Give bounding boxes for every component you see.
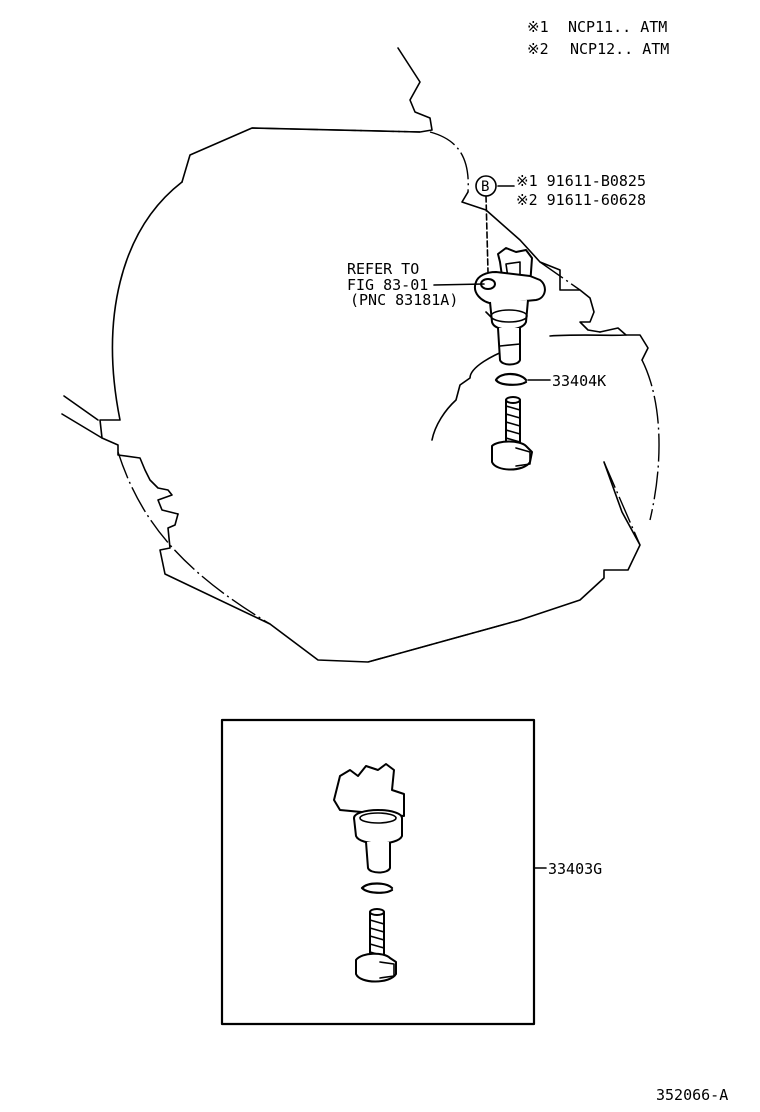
refer-line-1: REFER TO xyxy=(347,260,419,278)
diagram-id: 352066-A xyxy=(656,1086,728,1104)
refer-callout: REFER TO FIG 83-01 (PNC 83181A) xyxy=(347,260,485,309)
o-ring-installed: 33404K xyxy=(494,372,606,390)
note1-text: NCP11.. ATM xyxy=(568,18,667,36)
transmission-housing-outline xyxy=(61,47,660,663)
o-ring-part-number: 33404K xyxy=(552,372,606,390)
note1-mark: ※1 xyxy=(527,18,549,36)
model-notes: ※1 NCP11.. ATM ※2 NCP12.. ATM xyxy=(527,18,669,58)
speed-sensor-installed xyxy=(474,247,546,366)
bolt-part-number-2: ※2 91611-60628 xyxy=(516,191,646,209)
note2-mark: ※2 xyxy=(527,40,549,58)
assembly-part-number: 33403G xyxy=(548,860,602,878)
bolt-symbol: B xyxy=(481,179,489,195)
bolt-part-number-1: ※1 91611-B0825 xyxy=(516,172,646,190)
refer-line-3: (PNC 83181A) xyxy=(350,291,458,309)
note2-text: NCP12.. ATM xyxy=(570,40,669,58)
assembly-box: 33403G xyxy=(220,718,602,1026)
refer-line-2: FIG 83-01 xyxy=(347,276,428,294)
driven-gear-installed xyxy=(491,396,533,471)
bolt-callout: B ※1 91611-B0825 ※2 91611-60628 xyxy=(475,172,646,273)
